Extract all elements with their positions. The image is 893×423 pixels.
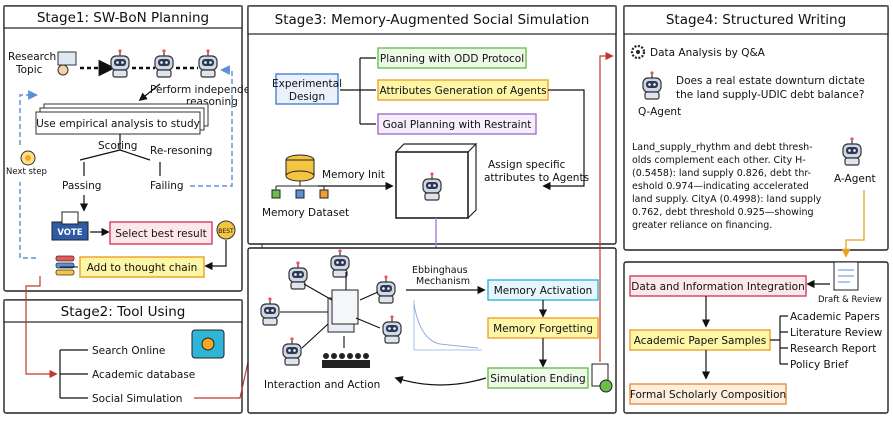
stage1-title: Stage1: SW-BoN Planning <box>37 10 209 26</box>
stage2-title: Stage2: Tool Using <box>61 304 186 320</box>
next-step-label: Next step <box>6 167 47 177</box>
forgetting-curve <box>413 300 482 351</box>
research-topic-label-2: Topic <box>15 64 43 76</box>
activation-label: Memory Activation <box>494 285 593 297</box>
stage1-panel: Stage1: SW-BoN Planning Research Topic P… <box>3 5 261 292</box>
experimental-design-label: Experimental <box>272 78 342 90</box>
ending-box <box>487 367 589 389</box>
integration-label: Data and Information Integration <box>631 281 804 293</box>
samples-label: Academic Paper Samples <box>634 335 767 347</box>
attributes-label: Attributes Generation of Agents <box>379 85 546 97</box>
agent-box <box>395 143 478 219</box>
failing-label: Failing <box>150 180 184 192</box>
toolbox-icon <box>191 329 225 359</box>
sample-type: Research Report <box>790 343 876 355</box>
qa-title: Data Analysis by Q&A <box>650 47 766 59</box>
next-step-icon <box>20 150 36 166</box>
odd-box <box>377 47 527 69</box>
stage3-title: Stage3: Memory-Augmented Social Simulati… <box>275 12 590 28</box>
stage2-panel: Stage2: Tool Using Search Online Academi… <box>3 276 243 414</box>
sample-type: Policy Brief <box>790 359 848 371</box>
database-icon <box>271 154 329 199</box>
best-badge-icon: BEST <box>216 220 236 240</box>
memory-init-label: Memory Init <box>322 169 385 181</box>
odd-label: Planning with ODD Protocol <box>380 53 524 65</box>
answer-line: Land_supply_rhythm and debt thresh- <box>632 142 813 153</box>
draft-review-icon <box>833 261 859 291</box>
empirical-label: Use empirical analysis to study <box>36 118 200 130</box>
crowd-icon <box>322 353 370 368</box>
sample-type: Literature Review <box>790 327 883 339</box>
vote-icon: VOTE <box>51 211 89 241</box>
researcher-icon <box>57 51 77 76</box>
ending-label: Simulation Ending <box>490 373 585 385</box>
simulation-panel: Interaction and Action Ebbinghaus Mechan… <box>247 51 617 414</box>
empirical-stack: Use empirical analysis to study <box>35 103 209 135</box>
clipboard-check-icon <box>591 363 613 393</box>
ebbinghaus-label: Ebbinghaus <box>412 265 468 276</box>
thought-chain-label: Add to thought chain <box>87 262 198 274</box>
answer-line: eshold 0.974—indicating accelerated <box>632 181 809 192</box>
question-line: the land supply-UDIC debt balance? <box>676 89 864 101</box>
answer-line: greater reliance on financing. <box>632 220 772 231</box>
answer-line: 0.762, debt threshold 0.925—showing <box>632 207 814 218</box>
forgetting-label: Memory Forgetting <box>493 323 593 335</box>
select-best-label: Select best result <box>115 228 207 240</box>
q-agent-label: Q-Agent <box>638 106 681 118</box>
thought-chain-box <box>79 256 205 278</box>
tool-item: Social Simulation <box>92 393 182 405</box>
assign-label: Assign specific <box>488 159 566 171</box>
best-text: BEST <box>218 228 234 235</box>
question-line: Does a real estate downturn dictate <box>676 75 865 87</box>
experimental-design-box <box>275 73 339 105</box>
ebbinghaus-label-2: Mechanism <box>416 276 470 287</box>
answer-line: land supply. CityA (0.4998): land supply <box>632 194 822 205</box>
assign-label-2: attributes to Agents <box>484 172 589 184</box>
formal-box <box>629 383 787 405</box>
formal-label: Formal Scholarly Composition <box>630 389 786 401</box>
agent-network <box>260 248 402 368</box>
answer-line: (0.5458): land supply 0.826, debt thr- <box>632 168 811 179</box>
stage3-panel: Stage3: Memory-Augmented Social Simulati… <box>247 5 617 245</box>
interaction-label: Interaction and Action <box>264 379 380 391</box>
perform-label: Perform independent <box>150 84 261 96</box>
passing-label: Passing <box>62 180 101 192</box>
reresoning-label: Re-resoning <box>150 145 212 157</box>
sample-type: Academic Papers <box>790 311 880 323</box>
goal-box <box>377 113 537 135</box>
stage4-panel: Stage4: Structured Writing Data Analysis… <box>623 5 889 251</box>
select-best-box <box>109 221 213 245</box>
goal-label: Goal Planning with Restraint <box>383 119 532 131</box>
tool-item: Academic database <box>92 369 195 381</box>
tool-item: Search Online <box>92 345 165 357</box>
scoring-label: Scoring <box>98 140 137 152</box>
research-topic-label: Research <box>8 51 56 63</box>
chain-icon <box>55 255 75 276</box>
integration-box <box>629 275 807 297</box>
answer-line: olds complement each other. City H- <box>632 155 806 166</box>
experimental-design-label-2: Design <box>289 91 325 103</box>
memory-dataset-label: Memory Dataset <box>262 207 349 219</box>
stage4-title: Stage4: Structured Writing <box>666 12 846 28</box>
writing-panel: Draft & Review Data and Information Inte… <box>623 261 889 414</box>
a-agent-label: A-Agent <box>834 173 876 185</box>
gear-icon <box>630 44 646 60</box>
draft-review-label: Draft & Review <box>818 295 882 305</box>
vote-text: VOTE <box>57 228 82 238</box>
